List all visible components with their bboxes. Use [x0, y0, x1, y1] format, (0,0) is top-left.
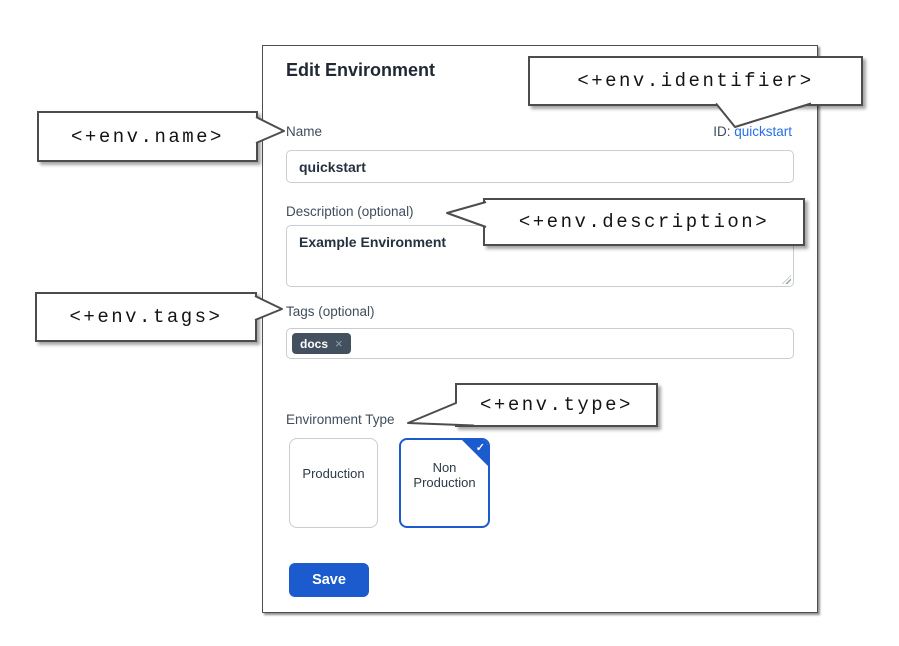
callout-env-tags: <+env.tags> [35, 292, 257, 342]
id-value-link[interactable]: quickstart [734, 124, 792, 139]
callout-text: <+env.tags> [69, 306, 223, 328]
callout-env-identifier: <+env.identifier> [528, 56, 863, 106]
callout-text: <+env.identifier> [577, 70, 814, 92]
selected-corner-fold [461, 440, 488, 467]
tag-chip-label: docs [300, 336, 329, 351]
dialog-title: Edit Environment [286, 60, 436, 80]
callout-env-description: <+env.description> [483, 198, 805, 246]
env-type-card-label: Non Production [413, 460, 476, 490]
id-prefix-label: ID: [713, 124, 731, 139]
callout-text: <+env.name> [71, 125, 224, 148]
name-input[interactable] [286, 150, 794, 183]
name-label: Name [286, 124, 323, 139]
description-label: Description (optional) [286, 204, 414, 219]
edit-environment-dialog: Edit Environment Name ID: quickstart Des… [262, 45, 818, 613]
env-type-card-non-production[interactable]: Non Production ✓ [399, 438, 490, 528]
check-icon: ✓ [475, 442, 485, 454]
tag-chip: docs × [292, 333, 351, 354]
callout-env-name: <+env.name> [37, 111, 258, 162]
environment-type-label: Environment Type [286, 412, 395, 427]
environment-id: ID: quickstart [713, 124, 792, 139]
env-type-card-label: Production [302, 466, 365, 481]
tags-input[interactable]: docs × [286, 328, 794, 359]
env-type-card-production[interactable]: Production [289, 438, 378, 528]
tags-label: Tags (optional) [286, 304, 375, 319]
callout-text: <+env.type> [480, 394, 633, 416]
callout-text: <+env.description> [518, 211, 770, 233]
callout-env-type: <+env.type> [455, 383, 658, 427]
tag-remove-icon[interactable]: × [335, 336, 343, 351]
save-button[interactable]: Save [289, 563, 369, 597]
